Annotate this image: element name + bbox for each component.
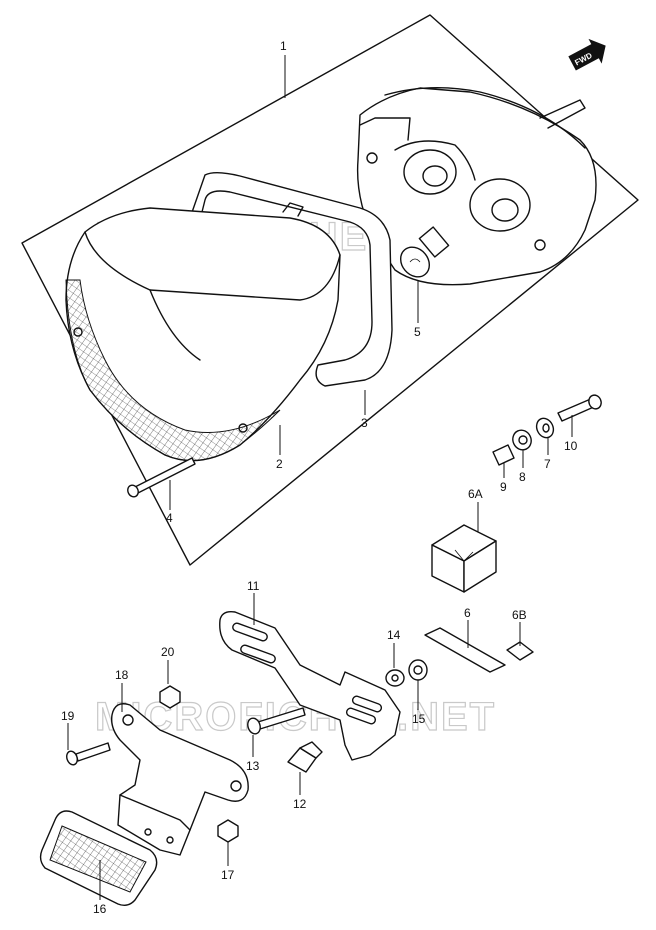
callout-2: 2 <box>276 457 283 471</box>
nut-17 <box>217 819 239 843</box>
bolt-10 <box>557 394 602 422</box>
gasket <box>189 172 393 387</box>
washer-14 <box>385 669 405 687</box>
lamp-lens <box>65 207 341 462</box>
callout-16: 16 <box>93 902 107 916</box>
bolt-13 <box>247 707 306 735</box>
callout-4: 4 <box>166 511 173 525</box>
pad-6b <box>506 641 534 661</box>
callout-1: 1 <box>280 39 287 53</box>
callout-13: 13 <box>246 759 260 773</box>
lamp-housing <box>356 86 597 286</box>
callout-labels: 1 2 3 4 5 6 6A 6B 7 8 9 10 11 12 13 14 1… <box>61 39 578 916</box>
washer-7-hole <box>542 423 550 433</box>
screw-19 <box>66 742 111 766</box>
cap-12 <box>287 741 323 773</box>
collar-9 <box>492 444 515 466</box>
callout-6b: 6B <box>512 608 527 622</box>
reflector-bracket <box>110 703 249 856</box>
callout-19: 19 <box>61 709 75 723</box>
fwd-arrow-icon: FWD <box>568 38 606 71</box>
assembly-frame <box>21 14 639 566</box>
callout-9: 9 <box>500 480 507 494</box>
leader-lines <box>67 55 573 900</box>
callout-6a: 6A <box>468 487 483 501</box>
nut-20 <box>159 685 181 709</box>
license-bracket <box>219 610 401 761</box>
grommet-8 <box>512 429 532 451</box>
callout-10: 10 <box>564 439 578 453</box>
callout-7: 7 <box>544 457 551 471</box>
cushion-6 <box>424 627 506 673</box>
callout-15: 15 <box>412 712 426 726</box>
callout-12: 12 <box>293 797 307 811</box>
callout-8: 8 <box>519 470 526 484</box>
nut-15-hole <box>413 665 423 675</box>
callout-20: 20 <box>161 645 175 659</box>
bulb <box>399 226 450 278</box>
grommet-8-hole <box>518 435 528 445</box>
callout-11: 11 <box>247 579 260 593</box>
flasher-relay <box>431 524 497 593</box>
callout-6: 6 <box>464 606 471 620</box>
lens-screw <box>127 457 196 498</box>
callout-18: 18 <box>115 668 129 682</box>
callout-14: 14 <box>387 628 401 642</box>
callout-3: 3 <box>361 416 368 430</box>
nut-15 <box>408 659 428 681</box>
reflector <box>39 810 158 907</box>
callout-5: 5 <box>414 325 421 339</box>
washer-14-hole <box>391 674 399 682</box>
callout-17: 17 <box>221 868 235 882</box>
